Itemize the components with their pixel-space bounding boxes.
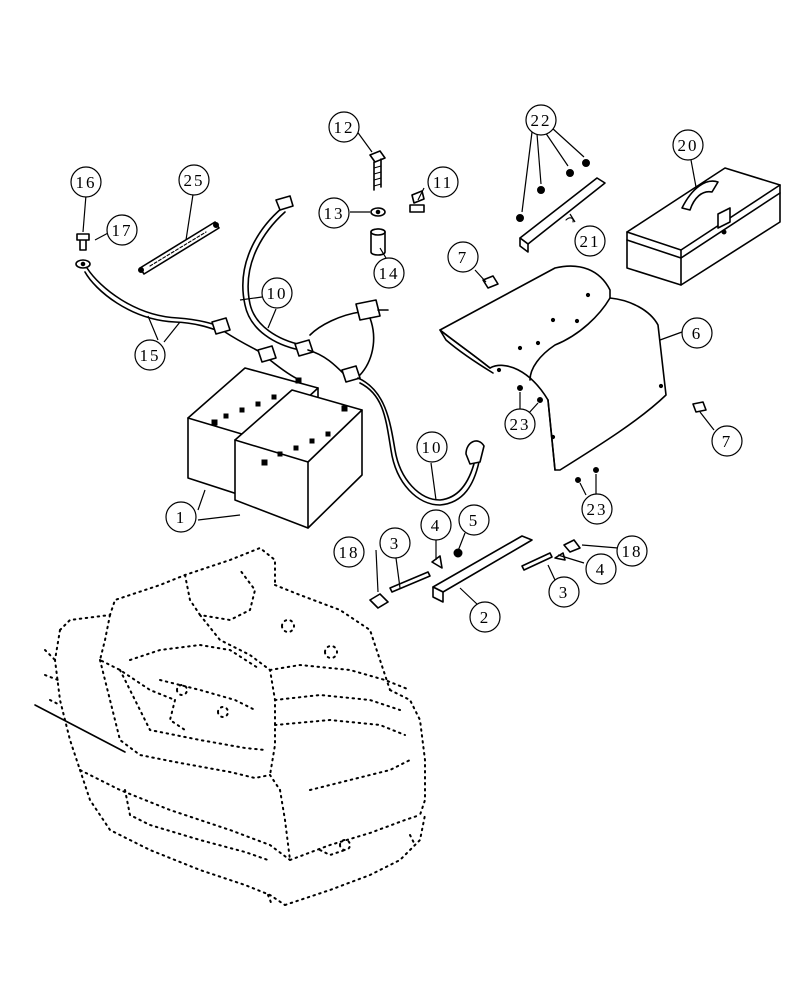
bracket-21 — [516, 159, 606, 253]
callout-4b-label: 4 — [596, 560, 607, 579]
callout-13-label: 13 — [324, 204, 345, 223]
callout-6: 6 — [681, 317, 713, 349]
callout-3a: 3 — [379, 527, 411, 559]
callout-4b: 4 — [585, 553, 617, 585]
callout-2-label: 2 — [480, 608, 491, 627]
battery-pair — [187, 367, 363, 529]
callout-23b-label: 23 — [587, 500, 608, 519]
callout-23a: 23 — [504, 408, 536, 440]
callout-10b: 10 — [416, 431, 448, 463]
callout-4a: 4 — [420, 509, 452, 541]
callout-17: 17 — [106, 214, 138, 246]
callout-12-label: 12 — [334, 118, 355, 137]
callout-5-label: 5 — [469, 511, 480, 530]
callout-16: 16 — [70, 166, 102, 198]
callout-3b-label: 3 — [559, 583, 570, 602]
callout-3b: 3 — [548, 576, 580, 608]
callout-7b: 7 — [711, 425, 743, 457]
callout-14: 14 — [373, 257, 405, 289]
callout-13: 13 — [318, 197, 350, 229]
callout-5: 5 — [458, 504, 490, 536]
callout-22: 22 — [525, 104, 557, 136]
callout-21-label: 21 — [580, 232, 601, 251]
machine-chassis-outline — [44, 547, 426, 906]
callout-11-label: 11 — [433, 173, 453, 192]
callout-17-label: 17 — [112, 221, 133, 240]
cover-fasteners — [482, 275, 707, 483]
callout-23a-label: 23 — [510, 415, 531, 434]
callout-10a-label: 10 — [267, 284, 288, 303]
callout-3a-label: 3 — [390, 534, 401, 553]
battery-cables — [75, 195, 485, 506]
callout-12: 12 — [328, 111, 360, 143]
battery-cover — [439, 265, 667, 471]
callout-7a-label: 7 — [458, 248, 469, 267]
callout-18b: 18 — [616, 535, 648, 567]
callout-18a: 18 — [333, 536, 365, 568]
callout-20: 20 — [672, 129, 704, 161]
callout-25-label: 25 — [184, 171, 205, 190]
ground-reference-line — [34, 704, 126, 753]
callout-6-label: 6 — [692, 324, 703, 343]
callout-25: 25 — [178, 164, 210, 196]
callout-23b: 23 — [581, 493, 613, 525]
callout-1: 1 — [165, 501, 197, 533]
callout-21: 21 — [574, 225, 606, 257]
toolbox — [626, 167, 781, 286]
callout-15: 15 — [134, 339, 166, 371]
callout-10a: 10 — [261, 277, 293, 309]
callout-10b-label: 10 — [422, 438, 443, 457]
bolt-hardware — [369, 150, 425, 256]
callout-18b-label: 18 — [622, 542, 643, 561]
callout-1-label: 1 — [176, 508, 187, 527]
callout-7b-label: 7 — [722, 432, 733, 451]
callout-20-label: 20 — [678, 136, 699, 155]
callout-15-label: 15 — [140, 346, 161, 365]
callouts: 1 2 3 3 4 4 5 6 7 7 10 10 11 12 13 14 15… — [70, 104, 743, 633]
callout-16-label: 16 — [76, 173, 97, 192]
callout-4a-label: 4 — [431, 516, 442, 535]
callout-11: 11 — [427, 166, 459, 198]
callout-14-label: 14 — [379, 264, 400, 283]
callout-22-label: 22 — [531, 111, 552, 130]
callout-18a-label: 18 — [339, 543, 360, 562]
callout-7a: 7 — [447, 241, 479, 273]
callout-2: 2 — [469, 601, 501, 633]
